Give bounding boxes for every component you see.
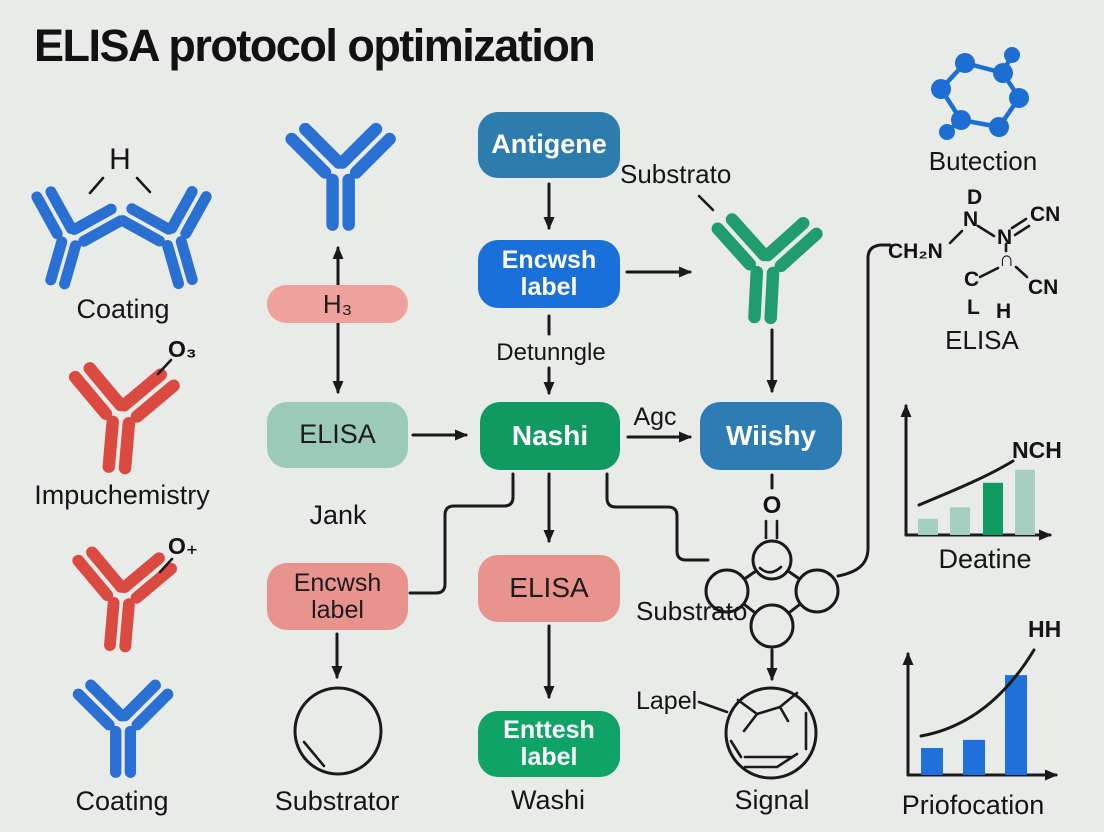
impuchemistry-label: Impuchemistry — [34, 480, 210, 510]
o3-bond-line — [156, 358, 173, 376]
node-label-line: label — [520, 273, 578, 301]
priofocation-chart — [902, 648, 1058, 781]
chem-l: L — [967, 296, 980, 319]
substrato-pointer-line — [697, 194, 715, 212]
deatine-chart — [900, 404, 1052, 541]
encwsh-blue-node: Encwsh label — [478, 240, 620, 308]
chart-bar — [1005, 675, 1027, 775]
antibody-red2-icon — [71, 551, 172, 650]
antigene-node: Antigene — [478, 112, 620, 178]
chem-elisa-label: ELISA — [945, 325, 1019, 355]
lapel-label: Lapel — [636, 687, 698, 715]
chem-ch2n: CH₂N — [888, 240, 943, 263]
substrator-label: Substrator — [274, 786, 400, 816]
h-annotation: H — [109, 143, 131, 176]
chart-bar — [1015, 469, 1035, 535]
antibody-red-icon — [68, 367, 175, 471]
chem-cap: ∩ — [999, 248, 1015, 271]
signal-circle-icon — [697, 686, 818, 780]
antibody-blue-col2-icon — [292, 129, 390, 224]
node-label-line: label — [311, 595, 364, 624]
coating-top-label: Coating — [76, 294, 170, 324]
h-bond-lines — [88, 176, 152, 195]
enttesh-green-node: Enttesh label — [478, 711, 620, 777]
chart-bar — [963, 739, 985, 775]
antibody-pair-coating-icon — [16, 188, 227, 294]
node-label-line: Enttesh — [503, 716, 595, 744]
substrator-circle-icon — [293, 686, 383, 776]
antibody-green-icon — [713, 219, 817, 320]
chem-n-upper: N — [963, 208, 979, 231]
chem-c: C — [964, 268, 980, 291]
hh-annotation: HH — [1028, 616, 1062, 642]
encwsh-pink-node: Encwsh label — [267, 563, 408, 630]
elisa-sage-node: ELISA — [267, 402, 408, 468]
wiishy-node: Wiishy — [700, 402, 842, 470]
chart-bar — [921, 748, 943, 775]
lapel-pointer-line — [697, 700, 729, 714]
o3-annotation: O₃ — [168, 336, 197, 362]
priofocation-trend-line — [919, 648, 1036, 738]
elisa-pink-node: ELISA — [478, 555, 620, 622]
o-plus-bond-line — [158, 557, 174, 574]
nashi-node: Nashi — [480, 402, 620, 470]
washi-label: Washi — [510, 785, 586, 815]
antibody-blue-bottom-icon — [78, 685, 167, 772]
chem-d: D — [967, 186, 983, 209]
chart-bar — [918, 518, 938, 535]
chem-cn-lower: CN — [1028, 276, 1059, 299]
substrato-top-label: Substrato — [620, 159, 732, 189]
connector-molecule-to-chem — [836, 243, 892, 578]
agc-label: Agc — [633, 403, 677, 431]
chart-bar — [950, 507, 970, 535]
node-label-line: Encwsh — [293, 568, 382, 597]
chem-h: H — [996, 300, 1012, 323]
o-plus-annotation: O₊ — [168, 533, 199, 559]
chem-cn-upper: CN — [1030, 203, 1061, 226]
elbow-connectors — [408, 243, 892, 595]
hexagon-molecule-icon — [931, 47, 1029, 140]
h3-pill-node: H₃ — [267, 285, 408, 323]
signal-label: Signal — [734, 785, 810, 815]
detunngle-label: Detunngle — [496, 339, 606, 366]
deatine-trend-line — [917, 459, 1015, 507]
node-label-line: Encwsh — [501, 246, 597, 274]
coating-bottom-label: Coating — [75, 786, 169, 816]
butection-label: Butection — [928, 146, 1038, 176]
nch-annotation: NCH — [1012, 437, 1062, 463]
deatine-chart-title: Deatine — [938, 544, 1032, 574]
page-title: ELISA protocol optimization — [34, 20, 596, 71]
connector-nashi-to-molecule — [605, 472, 710, 562]
connector-nashi-to-encwsh-pink — [408, 472, 515, 595]
o-annotation: O — [762, 492, 782, 519]
jank-label: Jank — [309, 500, 367, 530]
chem-structure-bonds — [948, 217, 1031, 279]
node-label-line: label — [520, 743, 578, 771]
molecule-cluster-icon — [704, 473, 840, 649]
priofocation-chart-title: Priofocation — [901, 790, 1045, 820]
substrato-bottom-label: Substrato — [636, 596, 748, 626]
chart-bar — [983, 482, 1003, 535]
chem-n-right: N — [997, 226, 1013, 249]
